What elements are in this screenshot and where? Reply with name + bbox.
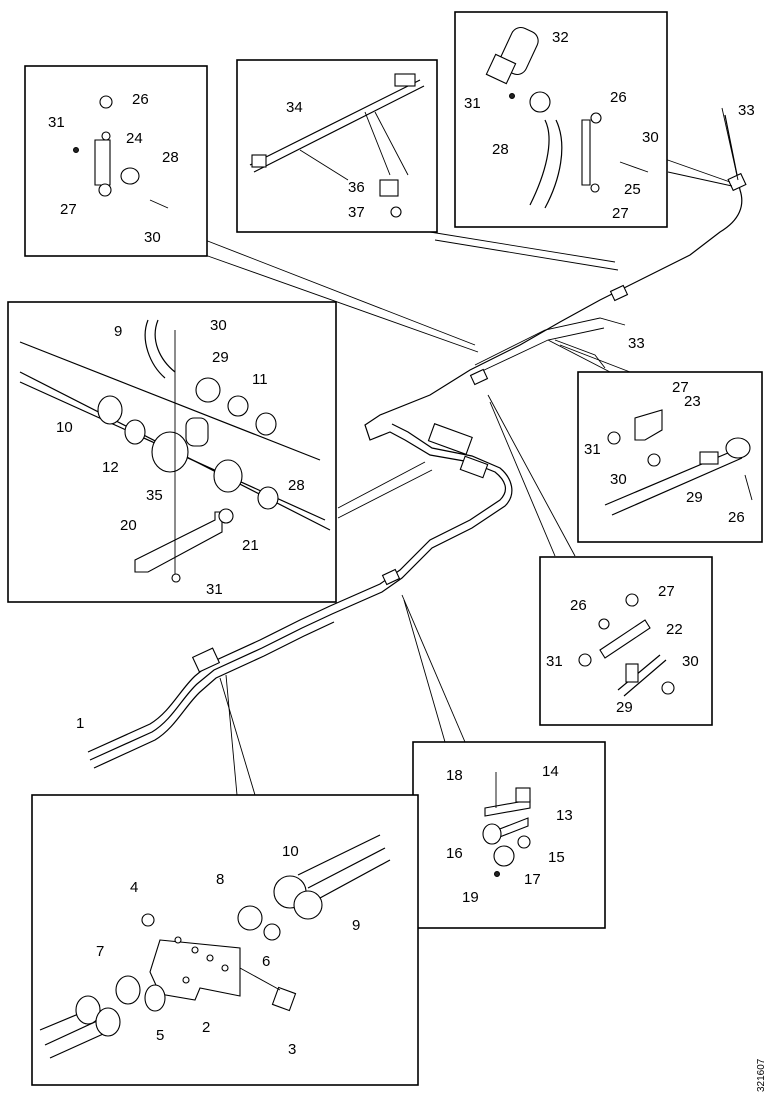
callout-d-11: 11 (252, 371, 268, 388)
callout-c-28: 28 (492, 141, 509, 158)
callout-g-15: 15 (548, 849, 565, 866)
callout-e-23: 23 (684, 393, 701, 410)
detail-box-d (7, 301, 337, 603)
callout-a-24: 24 (126, 130, 143, 147)
callout-a-31: 31 (48, 114, 65, 131)
callout-b-36: 36 (348, 179, 365, 196)
callout-h-8: 8 (216, 871, 224, 888)
callout-a-28: 28 (162, 149, 179, 166)
callout-d-29: 29 (212, 349, 229, 366)
callout-c-27: 27 (612, 205, 629, 222)
callout-f-29: 29 (616, 699, 633, 716)
callout-e-26: 26 (728, 509, 745, 526)
callout-e-30: 30 (610, 471, 627, 488)
detail-box-c (454, 11, 668, 228)
callout-1: 1 (76, 715, 84, 732)
callout-labels: 1 33 33 26 31 24 28 27 30 34 36 37 32 31… (48, 29, 767, 1092)
callout-f-30: 30 (682, 653, 699, 670)
callout-a-30: 30 (144, 229, 161, 246)
callout-d-10: 10 (56, 419, 73, 436)
callout-h-10: 10 (282, 843, 299, 860)
callout-d-30: 30 (210, 317, 227, 334)
detail-box-f (539, 556, 713, 726)
callout-b-37: 37 (348, 204, 365, 221)
drawing-reference: 321607 (756, 1058, 767, 1092)
callout-c-26: 26 (610, 89, 627, 106)
callout-h-3: 3 (288, 1041, 296, 1058)
callout-c-25: 25 (624, 181, 641, 198)
callout-h-9: 9 (352, 917, 360, 934)
callout-33-mid: 33 (628, 335, 645, 352)
callout-g-17: 17 (524, 871, 541, 888)
callout-f-31: 31 (546, 653, 563, 670)
detail-box-h (31, 794, 419, 1086)
callout-a-26: 26 (132, 91, 149, 108)
detail-leaders (204, 157, 733, 796)
callout-b-34: 34 (286, 99, 303, 116)
callout-c-31: 31 (464, 95, 481, 112)
callout-d-9: 9 (114, 323, 122, 340)
main-pipe-assembly (87, 107, 747, 769)
callout-c-32: 32 (552, 29, 569, 46)
callout-d-28: 28 (288, 477, 305, 494)
callout-d-31: 31 (206, 581, 223, 598)
callout-g-16: 16 (446, 845, 463, 862)
callout-d-20: 20 (120, 517, 137, 534)
detail-box-g (412, 741, 606, 929)
callout-d-12: 12 (102, 459, 119, 476)
callout-g-18: 18 (446, 767, 463, 784)
callout-h-4: 4 (130, 879, 138, 896)
callout-e-27: 27 (672, 379, 689, 396)
detail-box-e (577, 371, 763, 543)
callout-e-29: 29 (686, 489, 703, 506)
callout-c-30: 30 (642, 129, 659, 146)
callout-h-6: 6 (262, 953, 270, 970)
callout-g-14: 14 (542, 763, 559, 780)
callout-f-26: 26 (570, 597, 587, 614)
callout-g-13: 13 (556, 807, 573, 824)
detail-box-b (236, 59, 438, 233)
detail-box-a (24, 65, 208, 257)
callout-h-2: 2 (202, 1019, 210, 1036)
callout-f-22: 22 (666, 621, 683, 638)
callout-h-5: 5 (156, 1027, 164, 1044)
callout-f-27: 27 (658, 583, 675, 600)
callout-h-7: 7 (96, 943, 104, 960)
callout-a-27: 27 (60, 201, 77, 218)
callout-d-21: 21 (242, 537, 259, 554)
callout-g-19: 19 (462, 889, 479, 906)
callout-33-top: 33 (738, 102, 755, 119)
callout-d-35: 35 (146, 487, 163, 504)
callout-e-31: 31 (584, 441, 601, 458)
